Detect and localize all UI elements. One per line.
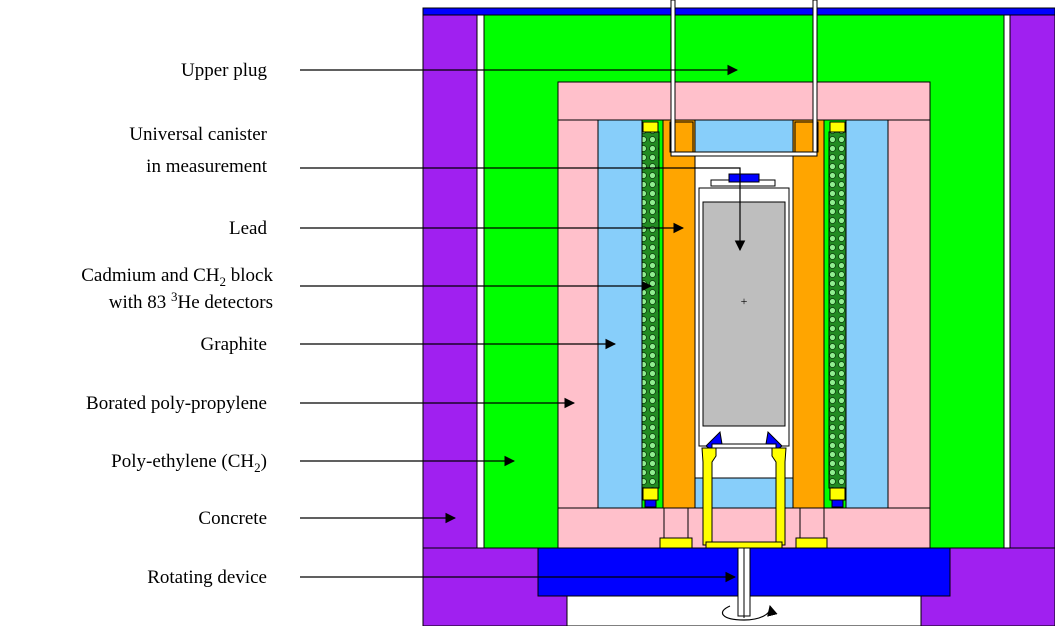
detector-foot-right bbox=[831, 499, 844, 508]
graphite-top bbox=[694, 119, 794, 155]
detector-block-right bbox=[828, 131, 847, 489]
label-upper-plug: Upper plug bbox=[181, 60, 268, 81]
graphite-left bbox=[597, 119, 643, 509]
detector-cap-top-right bbox=[829, 121, 846, 133]
arrow-canister bbox=[300, 167, 746, 252]
graphite-right bbox=[845, 119, 889, 509]
canister-body bbox=[702, 201, 786, 427]
top-plate bbox=[422, 7, 1055, 16]
lead-left bbox=[662, 119, 696, 509]
canister-base-ring bbox=[711, 443, 777, 449]
brass-support-right bbox=[771, 447, 787, 546]
detector-foot-left bbox=[644, 499, 657, 508]
detector-block-left bbox=[641, 131, 660, 489]
label-cadmium-1: Cadmium and CH2 block bbox=[81, 265, 273, 289]
gap-left bbox=[476, 13, 485, 549]
label-graphite: Graphite bbox=[201, 334, 267, 355]
borated-bottom bbox=[557, 507, 931, 549]
label-borated: Borated poly-propylene bbox=[86, 393, 267, 414]
label-rotating: Rotating device bbox=[147, 567, 267, 588]
detector-cap-bot-right bbox=[829, 487, 846, 501]
concrete-left bbox=[422, 13, 478, 549]
center-mark: + bbox=[741, 294, 748, 308]
gap-right bbox=[1003, 13, 1011, 549]
lead-right bbox=[792, 119, 825, 509]
label-canister-2: in measurement bbox=[146, 156, 268, 177]
plug-rod-left bbox=[670, 0, 676, 157]
label-cadmium-2: with 83 3He detectors bbox=[109, 289, 273, 313]
detector-cap-top-left bbox=[642, 121, 659, 133]
plug-rod-right bbox=[812, 0, 818, 157]
label-polyethylene: Poly-ethylene (CH2) bbox=[111, 451, 267, 475]
label-lead: Lead bbox=[229, 218, 267, 239]
concrete-right bbox=[1009, 13, 1055, 549]
brass-base-center bbox=[705, 541, 783, 549]
brass-base-right bbox=[795, 537, 828, 549]
label-canister-1: Universal canister bbox=[129, 124, 267, 145]
borated-left bbox=[557, 119, 599, 509]
brass-base-left bbox=[659, 537, 693, 549]
brass-support-left bbox=[701, 447, 717, 546]
label-concrete: Concrete bbox=[198, 508, 267, 529]
borated-top bbox=[557, 81, 931, 121]
rotation-arrow bbox=[721, 604, 778, 621]
detector-cap-bot-left bbox=[642, 487, 659, 501]
canister-handle bbox=[728, 173, 760, 183]
bottom-slot-right bbox=[799, 507, 825, 539]
borated-right bbox=[887, 119, 931, 509]
plug-rod-bottom bbox=[670, 151, 818, 157]
bottom-slot-left bbox=[663, 507, 689, 539]
